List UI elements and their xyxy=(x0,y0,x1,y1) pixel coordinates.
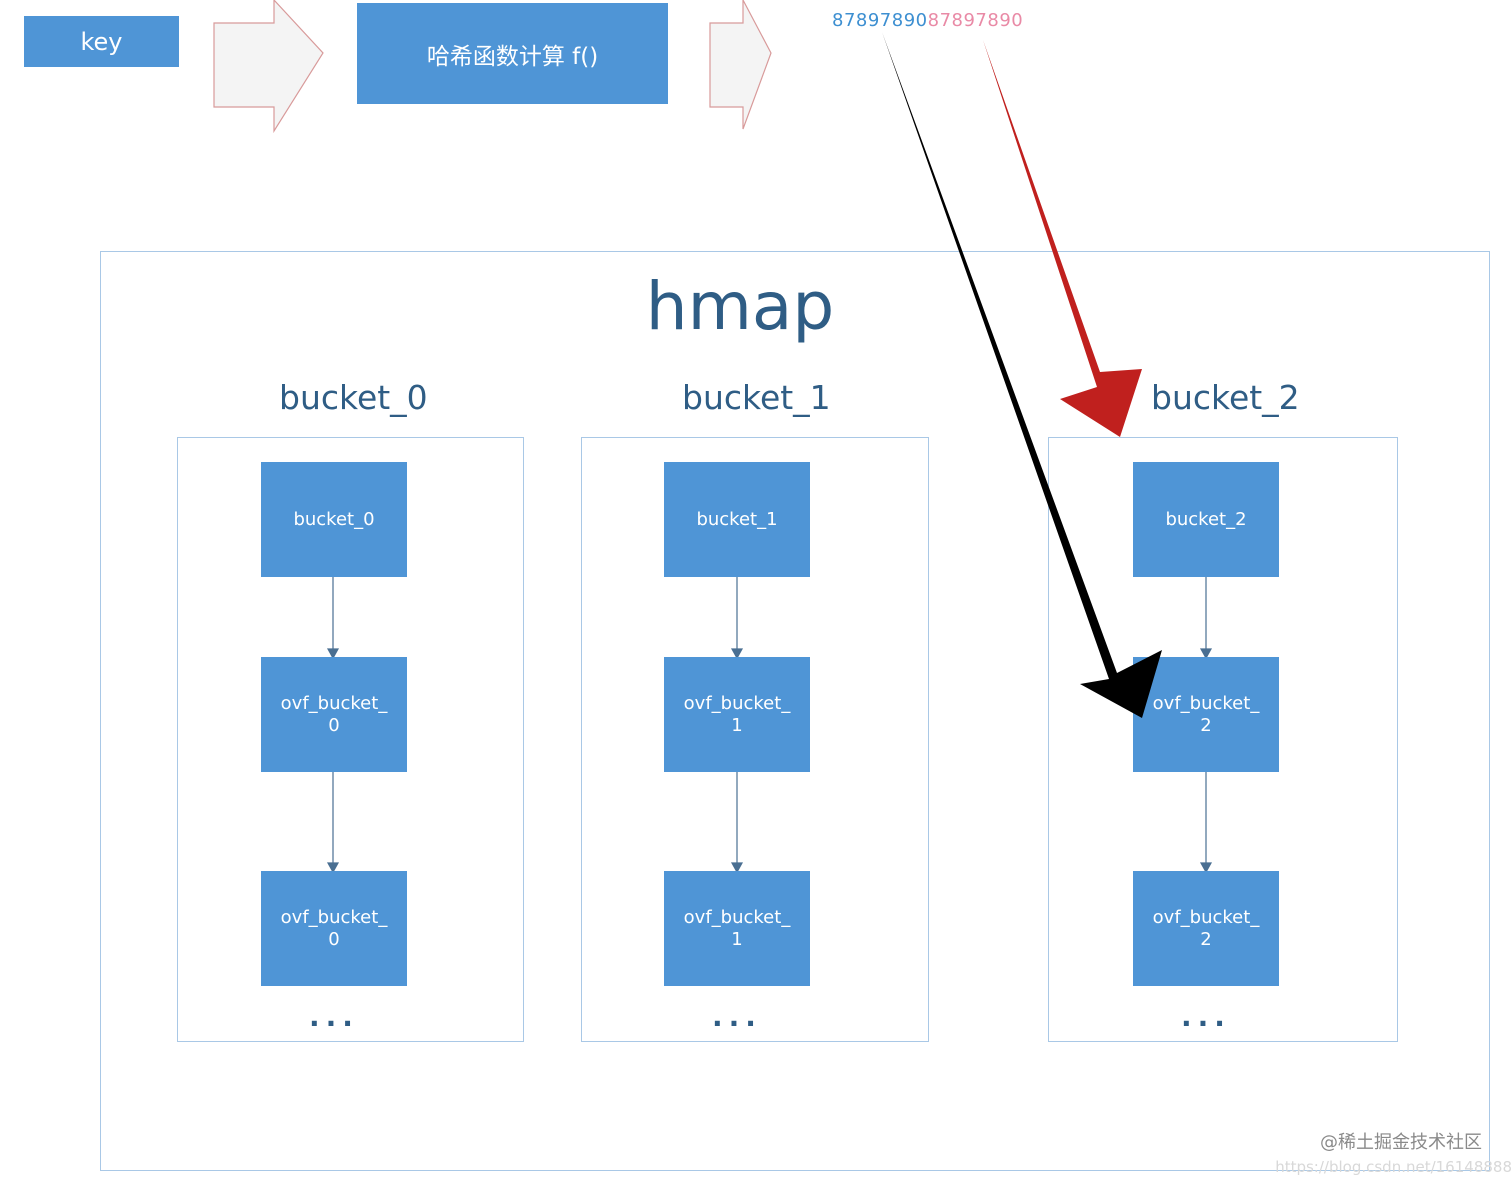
ovf-bucket-2-node-b: ovf_bucket_ 2 xyxy=(1133,871,1279,986)
ovf-bucket-1-node-a: ovf_bucket_ 1 xyxy=(664,657,810,772)
ovf-label-line1: ovf_bucket_ xyxy=(280,906,388,928)
flow-arrow-1 xyxy=(213,0,324,134)
hash-code-part-2: 87897890 xyxy=(927,10,1024,31)
key-label: key xyxy=(80,27,123,56)
ovf-label-line2: 2 xyxy=(1200,714,1212,736)
flow-arrow-2 xyxy=(709,0,772,130)
bucket-0-title: bucket_0 xyxy=(279,378,428,417)
hash-code-part-1: 87897890 xyxy=(832,10,928,31)
bucket-2-node-label: bucket_2 xyxy=(1165,508,1247,530)
bucket-2-title: bucket_2 xyxy=(1151,378,1300,417)
ovf-bucket-2-node-a: ovf_bucket_ 2 xyxy=(1133,657,1279,772)
watermark-juejin: @稀土掘金技术社区 xyxy=(1320,1132,1482,1153)
bucket-1-node-label: bucket_1 xyxy=(696,508,778,530)
ovf-bucket-1-node-b: ovf_bucket_ 1 xyxy=(664,871,810,986)
ovf-label-line2: 2 xyxy=(1200,928,1212,950)
watermark-url: https://blog.csdn.net/16148888 xyxy=(1275,1158,1512,1176)
bucket-0-ellipsis: ... xyxy=(309,1000,359,1033)
bucket-1-ellipsis: ... xyxy=(712,1000,762,1033)
bucket-2-node: bucket_2 xyxy=(1133,462,1279,577)
bucket-2-frame xyxy=(1048,437,1398,1042)
bucket-0-node: bucket_0 xyxy=(261,462,407,577)
ovf-label-line1: ovf_bucket_ xyxy=(280,692,388,714)
ovf-bucket-0-node-b: ovf_bucket_ 0 xyxy=(261,871,407,986)
ovf-label-line2: 0 xyxy=(328,928,340,950)
ovf-label-line1: ovf_bucket_ xyxy=(683,692,791,714)
bucket-1-frame xyxy=(581,437,929,1042)
ovf-label-line2: 1 xyxy=(731,714,743,736)
ovf-label-line1: ovf_bucket_ xyxy=(1152,692,1260,714)
ovf-label-line2: 0 xyxy=(328,714,340,736)
bucket-0-frame xyxy=(177,437,524,1042)
hash-function-box: 哈希函数计算 f() xyxy=(357,3,668,104)
hash-code: 8789789087897890 xyxy=(832,10,1023,31)
bucket-0-node-label: bucket_0 xyxy=(293,508,375,530)
hash-function-label: 哈希函数计算 f() xyxy=(426,43,599,70)
key-box: key xyxy=(24,16,179,67)
ovf-label-line1: ovf_bucket_ xyxy=(683,906,791,928)
ovf-label-line1: ovf_bucket_ xyxy=(1152,906,1260,928)
hmap-title: hmap xyxy=(645,268,835,345)
bucket-1-node: bucket_1 xyxy=(664,462,810,577)
ovf-label-line2: 1 xyxy=(731,928,743,950)
bucket-1-title: bucket_1 xyxy=(682,378,831,417)
ovf-bucket-0-node-a: ovf_bucket_ 0 xyxy=(261,657,407,772)
bucket-2-ellipsis: ... xyxy=(1181,1000,1231,1033)
hmap-container xyxy=(100,251,1490,1171)
red-pointer-arrow xyxy=(983,40,1142,437)
